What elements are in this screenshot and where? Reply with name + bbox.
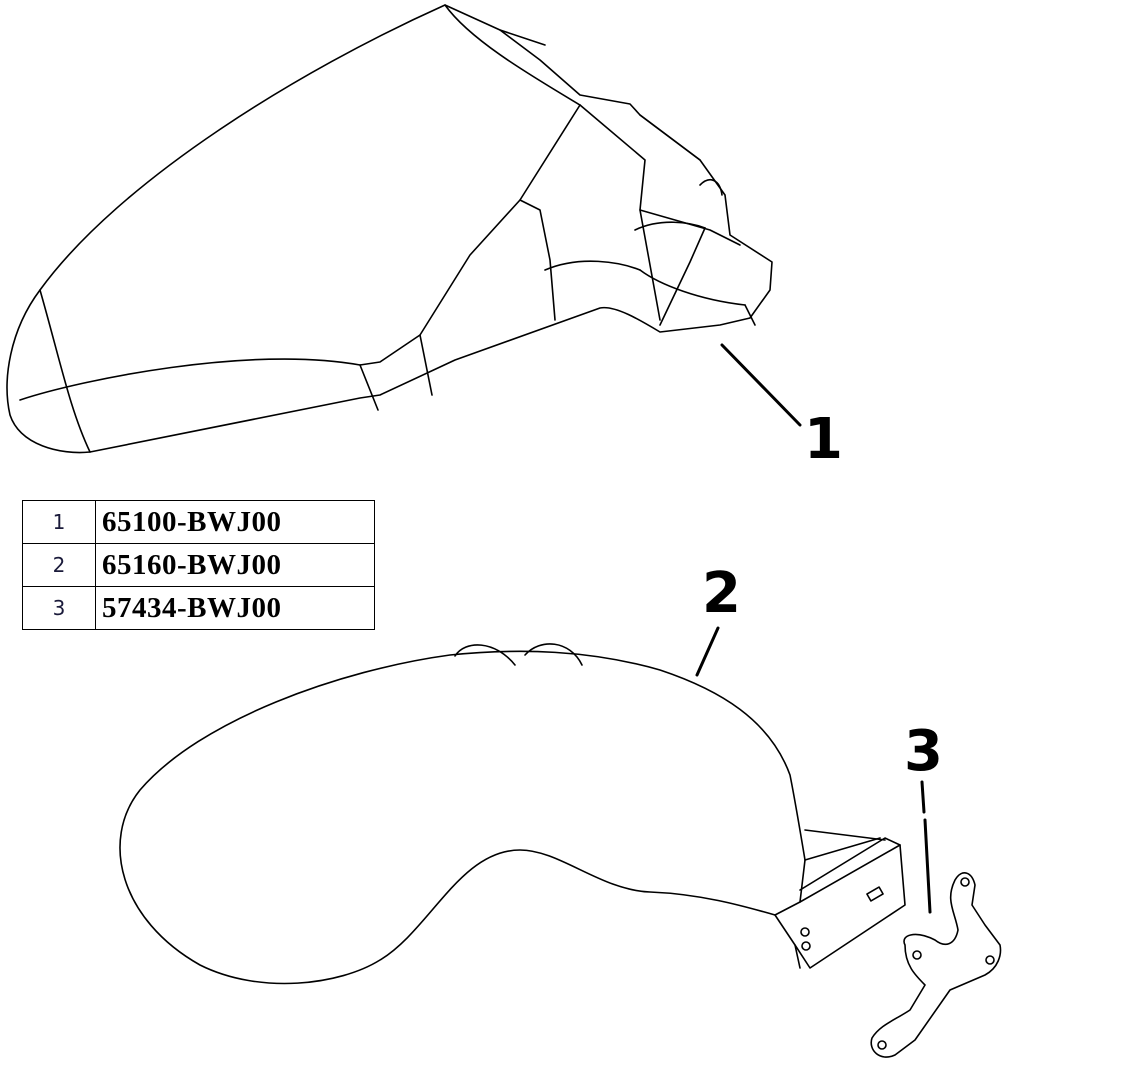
front-fender-part-1 (6, 4, 773, 454)
part-number: 65160-BWJ00 (95, 543, 375, 587)
table-row: 3 57434-BWJ00 (22, 586, 375, 630)
table-row: 2 65160-BWJ00 (22, 543, 375, 587)
part-number: 65100-BWJ00 (95, 500, 375, 544)
bracket-part-3 (870, 872, 1002, 1058)
leader-line-3b (923, 818, 932, 914)
table-row: 1 65100-BWJ00 (22, 500, 375, 544)
leader-line-1 (720, 343, 802, 427)
leader-line-2 (695, 626, 720, 677)
callout-2: 2 (702, 561, 741, 626)
callout-3: 3 (904, 719, 943, 784)
parts-table: 1 65100-BWJ00 2 65160-BWJ00 3 57434-BWJ0… (22, 500, 375, 630)
part-index: 2 (22, 543, 96, 587)
part-index: 3 (22, 586, 96, 630)
callout-1: 1 (804, 407, 843, 472)
leader-line-3a (920, 780, 926, 814)
part-number: 57434-BWJ00 (95, 586, 375, 630)
rear-fender-part-2 (119, 643, 906, 985)
part-index: 1 (22, 500, 96, 544)
